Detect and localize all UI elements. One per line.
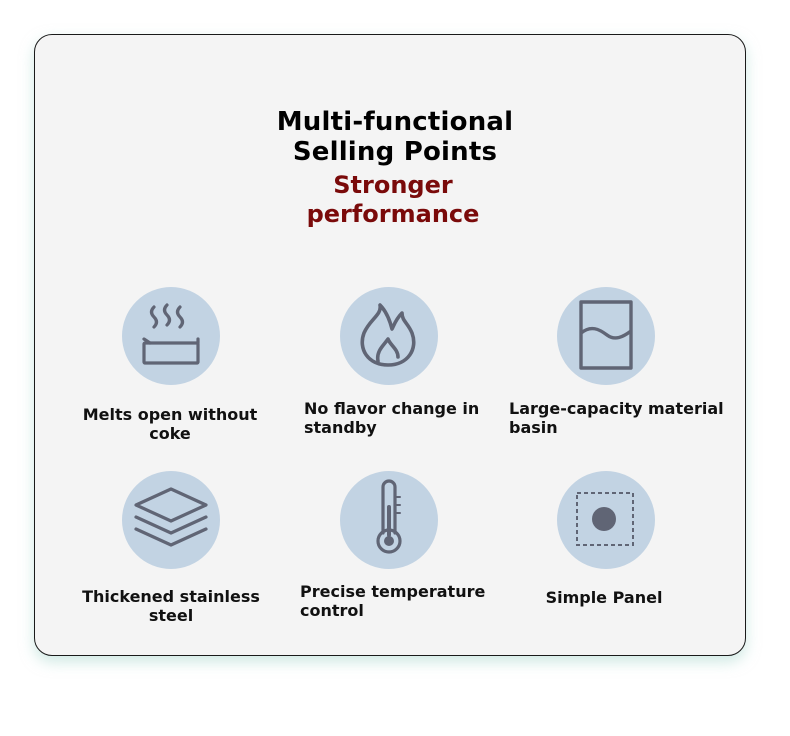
steam-bowl-icon bbox=[122, 287, 220, 385]
title-line-2: Selling Points bbox=[292, 137, 498, 167]
page-title: Multi-functional Selling Points bbox=[0, 107, 790, 167]
page-subtitle: Stronger performance bbox=[0, 171, 786, 229]
thermometer-icon bbox=[340, 471, 438, 569]
feature-label-temperature-line-2: control bbox=[300, 601, 364, 620]
feature-label-temperature: Precise temperature control bbox=[300, 582, 500, 620]
control-panel-icon bbox=[557, 471, 655, 569]
feature-label-basin: Large-capacity material basin bbox=[509, 399, 729, 437]
feature-label-flavor-line-1: No flavor change in bbox=[304, 399, 480, 418]
feature-label-flavor-line-2: standby bbox=[304, 418, 377, 437]
feature-label-basin-line-1: Large-capacity material bbox=[509, 399, 724, 418]
feature-label-flavor: No flavor change in standby bbox=[304, 399, 504, 437]
subtitle-line-1: Stronger bbox=[333, 171, 453, 199]
title-line-1: Multi-functional bbox=[276, 107, 514, 137]
material-basin-icon bbox=[557, 287, 655, 385]
stacked-layers-icon bbox=[122, 471, 220, 569]
feature-label-panel: Simple Panel bbox=[545, 588, 663, 607]
flame-icon bbox=[340, 287, 438, 385]
feature-label-basin-line-2: basin bbox=[509, 418, 558, 437]
subtitle-line-2: performance bbox=[306, 200, 480, 228]
feature-label-temperature-line-1: Precise temperature bbox=[300, 582, 486, 601]
feature-label-steel: Thickened stainless steel bbox=[82, 587, 260, 625]
feature-label-melts: Melts open without coke bbox=[82, 405, 258, 443]
